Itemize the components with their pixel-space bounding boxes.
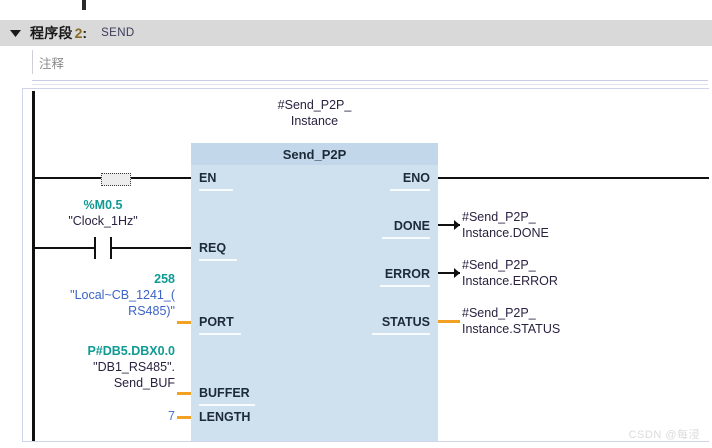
pin-req-underline [199,259,237,261]
network-name: SEND [101,27,135,39]
block-instance-line1: #Send_P2P_ [277,98,352,112]
operand-error-line2: Instance.ERROR [462,274,558,288]
connector-done-arrow [454,220,460,230]
operand-length[interactable]: 7 [23,408,175,424]
operand-status-line1: #Send_P2P_ [462,306,536,320]
network-collapse-toggle[interactable] [0,20,30,46]
ladder-network-frame: %M0.5 "Clock_1Hz" 258 "Local~CB_1241_( R… [22,88,709,442]
connector-length [177,416,193,419]
function-block-send-p2p[interactable]: Send_P2P EN REQ PORT BUFFER LENGTH ENO D… [191,143,438,441]
comment-divider-top [32,80,708,81]
connector-status [438,320,460,323]
operand-req-contact[interactable]: %M0.5 "Clock_1Hz" [43,197,163,229]
operand-buffer-symbol-line2: Send_BUF [113,376,175,390]
connector-port [177,321,193,324]
operand-buffer[interactable]: P#DB5.DBX0.0 "DB1_RS485". Send_BUF [23,343,175,391]
operand-error[interactable]: #Send_P2P_ Instance.ERROR [462,257,558,289]
operand-port-symbol-line2: RS485)" [128,304,175,318]
pin-req[interactable]: REQ [199,241,227,255]
normally-open-contact-clock1hz[interactable] [94,237,112,259]
wire-req-left [34,247,94,249]
pin-eno[interactable]: ENO [402,171,430,185]
block-instance-label: #Send_P2P_ Instance [191,97,438,129]
connector-buffer [177,392,193,395]
network-comment-row: 注释 [0,46,712,78]
wire-eno [438,177,709,179]
comment-divider-bottom [32,84,708,85]
pin-port-underline [199,333,241,335]
connector-done [438,224,460,226]
pin-done-underline [382,237,430,239]
operand-error-line1: #Send_P2P_ [462,258,536,272]
operand-done-line2: Instance.DONE [462,226,549,240]
power-rail [32,91,35,441]
pin-length[interactable]: LENGTH [199,410,251,424]
rung-selection-marker[interactable] [101,173,131,186]
function-block-title: Send_P2P [191,143,438,165]
pin-buffer[interactable]: BUFFER [199,386,250,400]
operand-done-line1: #Send_P2P_ [462,210,536,224]
block-instance-line2: Instance [290,114,339,128]
network-colon: : [82,25,88,41]
operand-buffer-address: P#DB5.DBX0.0 [87,344,175,358]
pin-en-underline [199,189,233,191]
pin-done[interactable]: DONE [393,219,430,233]
connector-error-arrow [454,268,460,278]
top-spacer [0,0,712,20]
operand-status[interactable]: #Send_P2P_ Instance.STATUS [462,305,560,337]
triangle-down-icon [9,30,21,37]
network-header-bar[interactable]: 程序段 2 : SEND [0,20,712,46]
operand-length-value: 7 [168,409,175,423]
operand-done[interactable]: #Send_P2P_ Instance.DONE [462,209,549,241]
pin-buffer-underline [199,404,255,406]
connector-error [438,272,460,274]
operand-port-value: 258 [154,272,175,286]
pin-en[interactable]: EN [199,171,217,185]
pin-port[interactable]: PORT [199,315,234,329]
pin-status-underline [372,333,430,335]
operand-req-address: %M0.5 [83,198,123,212]
operand-status-line2: Instance.STATUS [462,322,561,336]
network-comment-placeholder: 注释 [39,56,65,71]
wire-rail-branch [33,177,35,249]
pin-status[interactable]: STATUS [381,315,430,329]
network-comment-input[interactable]: 注释 [32,50,693,74]
network-number: 2 [74,25,83,41]
network-title: 程序段 [30,25,73,41]
ladder-canvas[interactable]: %M0.5 "Clock_1Hz" 258 "Local~CB_1241_( R… [23,89,709,441]
operand-buffer-symbol-line1: "DB1_RS485". [93,360,175,374]
wire-req-right [112,247,192,249]
pin-error[interactable]: ERROR [384,267,430,281]
operand-port[interactable]: 258 "Local~CB_1241_( RS485)" [23,271,175,319]
operand-port-symbol-line1: "Local~CB_1241_( [70,288,175,302]
watermark: CSDN @每浸 [628,429,700,441]
pin-eno-underline [390,189,430,191]
cut-off-element-stub [82,0,86,10]
operand-req-symbol: "Clock_1Hz" [68,214,138,228]
pin-error-underline [380,285,430,287]
